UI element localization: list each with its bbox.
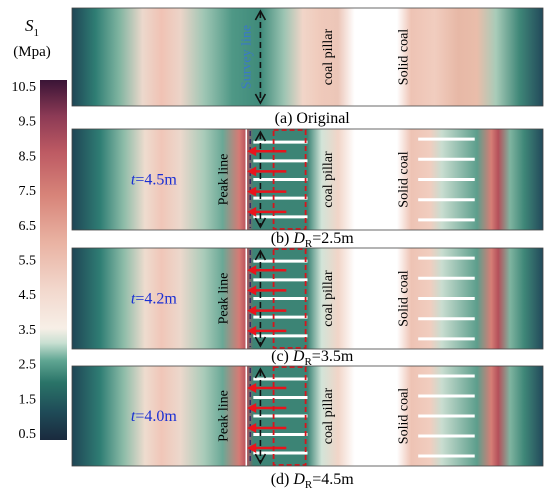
stress-arrowhead-icon [247,265,257,276]
t-label: t=4.0m [131,408,177,425]
colorbar-tick-label: 5.5 [19,254,37,269]
solid-coal-label: Solid coal [396,29,411,85]
colorbar-title: S1 [25,16,39,39]
colorbar-tick-label: 2.5 [19,358,37,373]
panel-caption: (a) Original [275,110,351,127]
peak-line-label: Peak line [216,390,231,442]
stress-arrowhead-icon [247,305,257,316]
colorbar-tick-label: 1.5 [19,392,37,407]
panel-caption: (c) DR=3.5m [271,348,354,368]
coal-pillar-gap [354,248,397,349]
stress-arrowhead-icon [247,443,257,453]
colorbar-tick-label: 4.5 [19,288,37,303]
panel-border [71,7,544,107]
solid-coal-label: Solid coal [396,388,411,444]
damage-zone-box [272,248,307,349]
survey-arrow-up-icon [254,9,267,21]
coal-pillar-label: coal pillar [321,270,336,327]
stress-arrowhead-icon [247,186,257,197]
solid-coal-label: Solid coal [396,270,411,326]
colorbar-gradient [40,80,67,440]
colorbar-tick-label: 9.5 [19,115,37,130]
stress-arrowhead-icon [247,403,257,413]
panel-border [71,247,544,350]
panel-caption: (d) DR=4.5m [271,471,355,491]
damage-zone-box [272,129,307,230]
panel-dr35: Peak line t=4.2m coal pillar Solid coal (c) … [71,247,544,368]
stress-arrowhead-icon [247,146,257,157]
survey-arrow-up-icon [254,130,267,142]
panel-dr25: Peak line t=4.5m coal pillar Solid coal (b) … [71,128,544,250]
stress-arrowhead-icon [247,166,257,177]
damage-zone-box [272,366,307,466]
coal-pillar-label: coal pillar [321,151,336,208]
t-label: t=4.5m [131,172,177,189]
coal-pillar-label: coal pillar [321,28,336,85]
stress-arrowhead-icon [247,383,257,393]
colorbar-tick-label: 10.5 [12,80,37,95]
coal-pillar-gap [354,129,397,230]
survey-arrow-down-icon [254,336,267,348]
peak-line-label: Peak line [216,154,231,206]
survey-arrow-up-icon [254,367,267,379]
stress-arrowhead-icon [247,423,257,433]
panel-dr45: Peak line t=4.0m coal pillar Solid coal (d) … [71,365,544,491]
stress-field [72,8,543,106]
survey-line-label: Survey line [239,25,254,89]
panel-original: Survey line coal pillar Solid coal (a) Orig… [71,7,544,127]
solid-coal-label: Solid coal [396,151,411,207]
peak-line-label: Peak line [216,273,231,325]
colorbar-tick-label: 6.5 [19,219,37,234]
panel-caption: (b) DR=2.5m [271,230,355,250]
stress-arrowhead-icon [247,206,257,217]
survey-arrow-down-icon [254,453,267,465]
panel-border [71,365,544,467]
coal-pillar-gap [354,366,397,466]
colorbar: S1 (Mpa) 10.5 9.5 8.5 7.5 6.5 5.5 4.5 3.5 2.5 1.5 0.… [12,16,67,442]
stress-arrowhead-icon [247,325,257,336]
survey-arrow-up-icon [254,249,267,261]
panel-border [71,128,544,231]
t-label: t=4.2m [131,291,177,308]
stress-arrowhead-icon [247,285,257,296]
survey-arrow-down-icon [254,93,267,105]
colorbar-tick-label: 7.5 [19,184,37,199]
colorbar-tick-label: 3.5 [19,323,37,338]
colorbar-unit: (Mpa) [13,44,51,60]
colorbar-tick-label: 8.5 [19,149,37,164]
coal-pillar-label: coal pillar [321,387,336,444]
coal-pillar-gap [354,8,397,106]
colorbar-tick-label: 0.5 [19,427,37,442]
survey-arrow-down-icon [254,217,267,229]
